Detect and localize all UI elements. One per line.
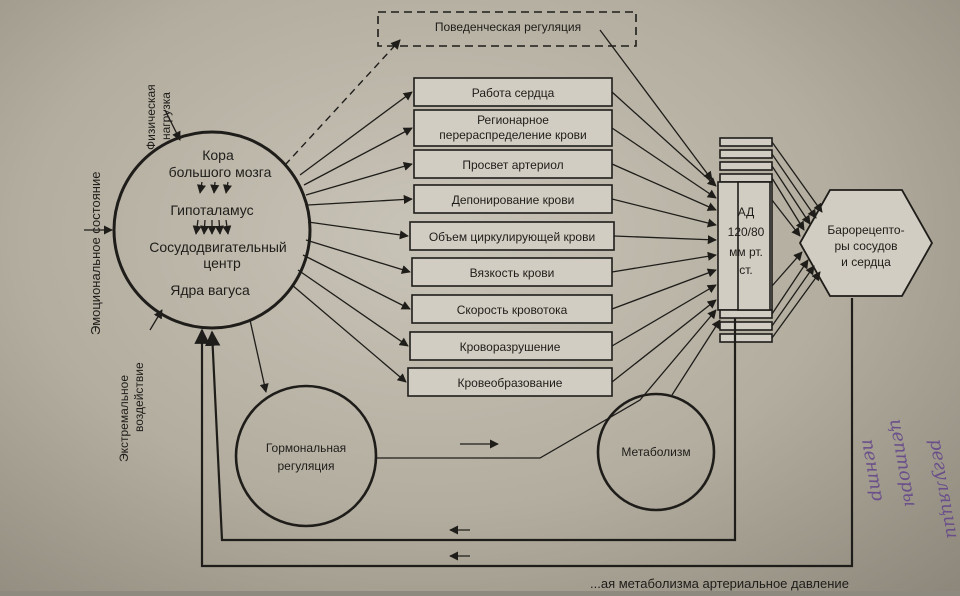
factor-box-deposition	[413, 184, 613, 214]
extreme-exposure-label-1: Экстремальное	[117, 375, 131, 462]
factor-heart-work: Работа сердца	[472, 86, 555, 100]
baroreceptor-label-2: ры сосудов	[834, 239, 897, 253]
factor-to-pressure-arrows	[599, 29, 717, 383]
hormonal-label-1: Гормональная	[266, 441, 346, 455]
caption-fragment: ...ая метаболизма артериальное давление	[590, 576, 849, 591]
cns-cortex-line1: Кора	[202, 147, 234, 163]
pressure-value: 120/80	[728, 225, 765, 239]
cns-vagus-nuclei: Ядра вагуса	[170, 282, 250, 298]
factor-redistribution-1: Регионарное	[477, 113, 549, 127]
factor-viscosity: Вязкость крови	[470, 266, 555, 280]
pressure-unit-1: мм рт.	[729, 245, 763, 259]
cns-hypothalamus: Гипоталамус	[170, 202, 253, 218]
factor-blood-destruction: Кроворазрушение	[460, 340, 561, 354]
metabolism-circle	[596, 392, 716, 512]
behavioral-regulation-label: Поведенческая регуляция	[435, 20, 581, 34]
factor-blood-deposition: Депонирование крови	[452, 193, 575, 207]
physical-load-label-2: нагрузка	[159, 92, 173, 140]
factor-arteriole-lumen: Просвет артериол	[462, 158, 563, 172]
handwriting-note-1: цепторы	[885, 417, 921, 508]
factor-boxes: Работа сердца Регионарное перераспределе…	[407, 77, 615, 397]
handwriting-note-2: пентр	[857, 437, 889, 503]
baroreceptor-label-1: Барорецепто-	[827, 223, 904, 237]
factor-box-flow-speed	[411, 294, 613, 324]
metabolism-label: Метаболизм	[621, 445, 690, 459]
factor-box-destruction	[409, 331, 613, 361]
extreme-exposure-label-2: воздействие	[132, 362, 146, 432]
emotional-state-label: Эмоциональное состояние	[88, 172, 103, 335]
physical-load-label-1: Физическая	[144, 84, 158, 150]
cns-vasomotor-line2: центр	[203, 255, 241, 271]
hormonal-circle	[234, 384, 378, 528]
pressure-label-ad: АД	[738, 205, 755, 219]
hormonal-label-2: регуляция	[277, 459, 334, 473]
handwriting-note-3: регуляции	[925, 437, 960, 540]
factor-box-viscosity	[411, 257, 613, 287]
factor-box-arterioles	[413, 149, 613, 179]
cns-circle	[112, 130, 312, 330]
factor-box-heart	[413, 77, 613, 107]
factor-redistribution-2: перераспределение крови	[439, 128, 586, 142]
factor-flow-speed: Скорость кровотока	[457, 303, 568, 317]
cns-to-factor-arrows	[291, 91, 413, 383]
pressure-unit-2: ст.	[739, 263, 753, 277]
behavioral-regulation-box	[377, 11, 637, 47]
factor-box-formation	[407, 367, 613, 397]
factor-circulating-volume: Объем циркулирующей крови	[429, 230, 595, 244]
factor-blood-formation: Кровеобразование	[458, 376, 563, 390]
cns-vasomotor-line1: Сосудодвигательный	[149, 239, 286, 255]
pressure-to-baro-arrows	[771, 141, 823, 339]
baroreceptor-label-3: и сердца	[841, 255, 891, 269]
pressure-block: АД 120/80 мм рт. ст.	[717, 137, 773, 343]
baroreceptor-hexagon	[798, 189, 934, 297]
cns-cortex-line2: большого мозга	[169, 164, 272, 180]
